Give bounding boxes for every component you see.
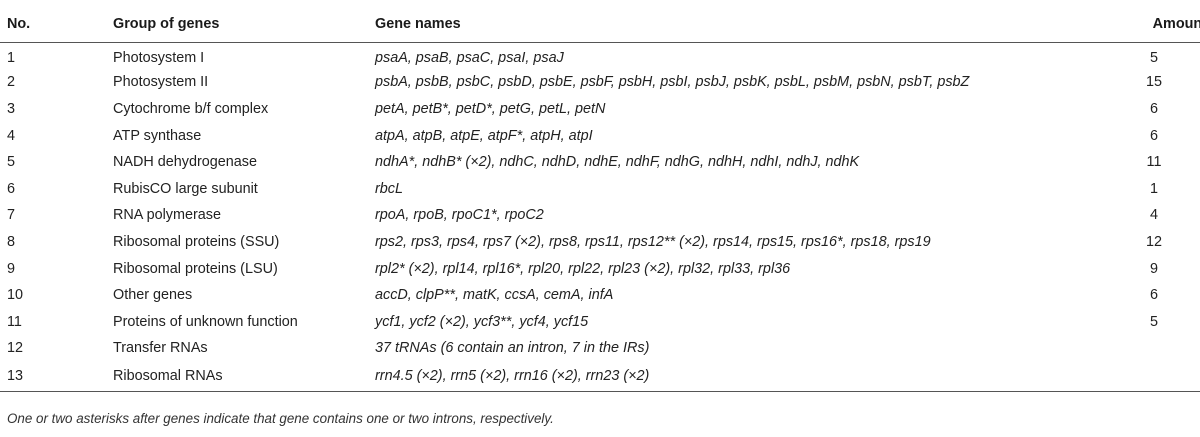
table-body: 1 Photosystem I psaA, psaB, psaC, psaI, … [0,43,1200,392]
table-row: 8 Ribosomal proteins (SSU) rps2, rps3, r… [0,229,1200,256]
cell-no: 2 [7,74,16,91]
cell-genes: ndhA*, ndhB* (×2), ndhC, ndhD, ndhE, ndh… [375,154,860,171]
cell-genes: rrn4.5 (×2), rrn5 (×2), rrn16 (×2), rrn2… [375,361,1097,392]
cell-amount: 9 [1149,260,1158,277]
cell-amount: 6 [1149,287,1158,304]
cell-no: 5 [7,154,16,171]
cell-group: NADH dehydrogenase [113,154,257,171]
table-row: 3 Cytochrome b/f complex petA, petB*, pe… [0,96,1200,123]
table-row: 12 Transfer RNAs 37 tRNAs (6 contain an … [0,335,1200,362]
cell-no: 1 [7,50,16,67]
table-row: 2 Photosystem II psbA, psbB, psbC, psbD,… [0,69,1200,96]
cell-amount: 12 [1145,233,1162,250]
gene-table: No. Group of genes Gene names Amount 1 P… [0,6,1200,392]
table-row: 10 Other genes accD, clpP**, matK, ccsA,… [0,282,1200,309]
table-row: 4 ATP synthase atpA, atpB, atpE, atpF*, … [0,122,1200,149]
cell-no: 10 [7,287,24,304]
cell-group: Other genes [113,287,193,304]
cell-amount: 5 [1149,313,1158,330]
cell-group: Photosystem I [113,50,205,67]
cell-amount: 4 [1149,207,1158,224]
cell-genes: rpl2* (×2), rpl14, rpl16*, rpl20, rpl22,… [375,260,791,277]
cell-genes: accD, clpP**, matK, ccsA, cemA, infA [375,287,614,304]
header-no: No. [0,6,113,43]
header-row: No. Group of genes Gene names Amount [0,6,1200,43]
header-group: Group of genes [113,6,375,43]
cell-no: 12 [7,340,24,357]
cell-no: 13 [0,361,113,392]
table-footnote: One or two asterisks after genes indicat… [7,411,554,426]
cell-no: 9 [7,260,16,277]
table-row: 11 Proteins of unknown function ycf1, yc… [0,308,1200,335]
cell-genes: rbcL [375,180,403,197]
cell-no: 7 [7,207,16,224]
cell-genes: atpA, atpB, atpE, atpF*, atpH, atpI [375,127,593,144]
cell-group: Ribosomal RNAs [113,361,375,392]
cell-group: RNA polymerase [113,207,221,224]
cell-no: 4 [7,127,16,144]
cell-no: 3 [7,100,16,117]
table-row: 7 RNA polymerase rpoA, rpoB, rpoC1*, rpo… [0,202,1200,229]
cell-amount [1097,335,1200,362]
cell-genes: rpoA, rpoB, rpoC1*, rpoC2 [375,207,544,224]
cell-group: Ribosomal proteins (SSU) [113,233,280,250]
cell-genes: rps2, rps3, rps4, rps7 (×2), rps8, rps11… [375,233,931,250]
cell-group: RubisCO large subunit [113,180,258,197]
cell-amount: 6 [1149,100,1158,117]
cell-genes: psbA, psbB, psbC, psbD, psbE, psbF, psbH… [375,74,970,91]
cell-group: Photosystem II [113,74,209,91]
cell-genes: ycf1, ycf2 (×2), ycf3**, ycf4, ycf15 [375,313,589,330]
cell-no: 8 [7,233,16,250]
cell-group: Cytochrome b/f complex [113,100,269,117]
cell-group: ATP synthase [113,127,202,144]
header-amount: Amount [1097,6,1200,43]
table-row: 1 Photosystem I psaA, psaB, psaC, psaI, … [0,43,1200,70]
header-genes: Gene names [375,6,1097,43]
cell-genes: psaA, psaB, psaC, psaI, psaJ [375,50,564,67]
cell-group: Proteins of unknown function [113,313,298,330]
cell-genes: 37 tRNAs (6 contain an intron, 7 in the … [375,340,650,357]
cell-amount: 5 [1149,50,1158,67]
cell-no: 11 [7,313,22,330]
cell-amount: 15 [1145,74,1162,91]
cell-amount: 6 [1149,127,1158,144]
cell-no: 6 [7,180,16,197]
cell-group: Ribosomal proteins (LSU) [113,260,278,277]
table-header: No. Group of genes Gene names Amount [0,6,1200,43]
table-row: 5 NADH dehydrogenase ndhA*, ndhB* (×2), … [0,149,1200,176]
cell-genes: petA, petB*, petD*, petG, petL, petN [375,100,606,117]
table-row: 6 RubisCO large subunit rbcL 1 [0,175,1200,202]
table-row: 13 Ribosomal RNAs rrn4.5 (×2), rrn5 (×2)… [0,361,1200,392]
cell-group: Transfer RNAs [113,340,208,357]
cell-amount [1097,361,1200,392]
table-row: 9 Ribosomal proteins (LSU) rpl2* (×2), r… [0,255,1200,282]
cell-amount: 1 [1149,180,1158,197]
cell-amount: 11 [1146,154,1162,171]
